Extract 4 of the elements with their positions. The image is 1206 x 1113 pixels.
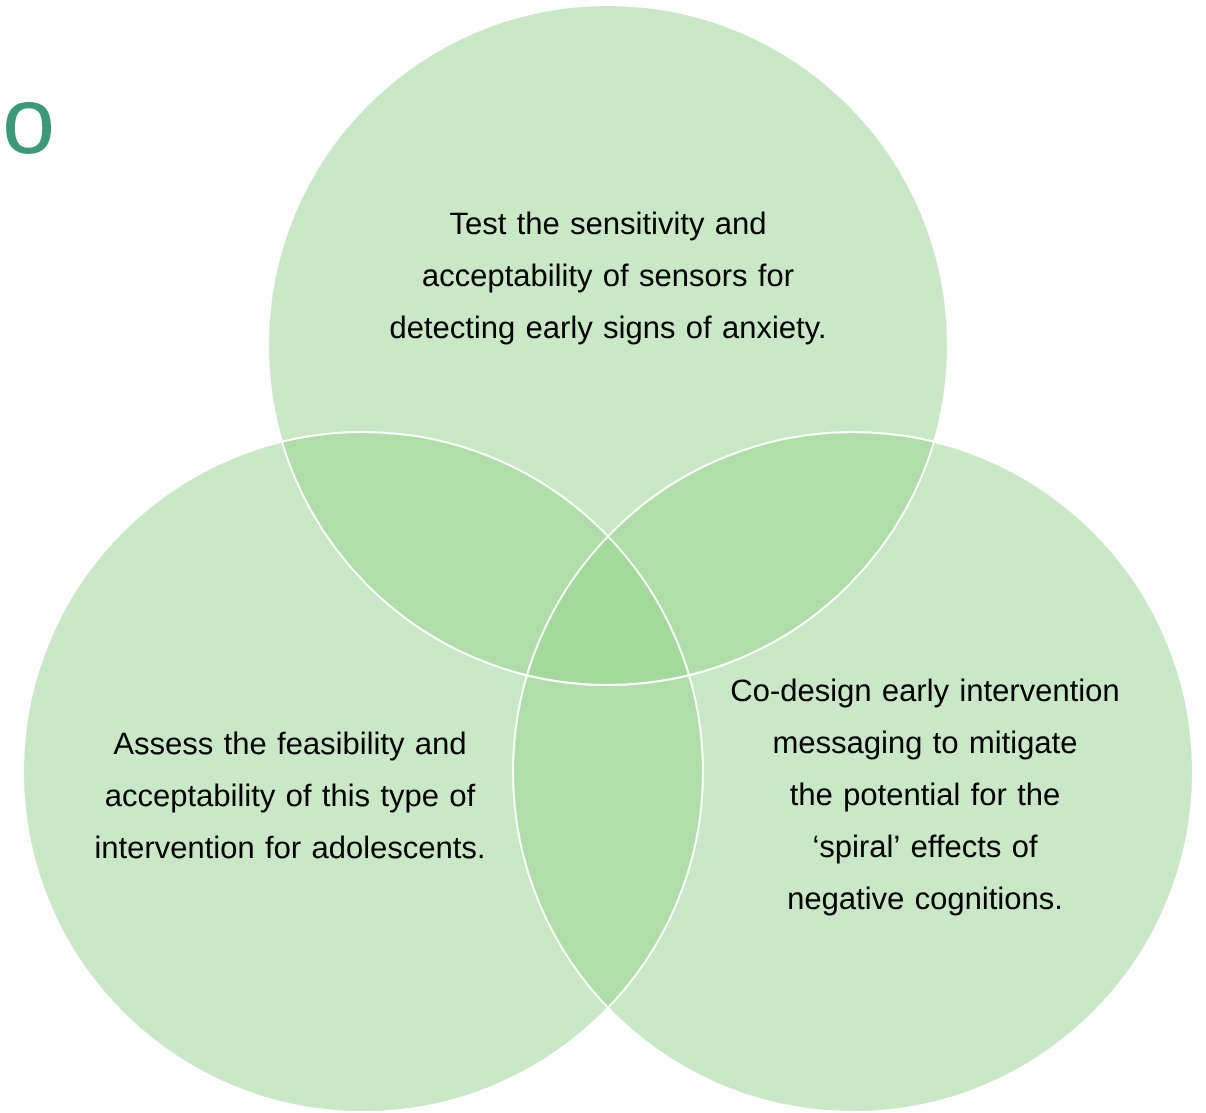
circle-text: Assess the feasibility and acceptability of this type of intervention for adolescents. (96, 731, 483, 859)
circle-text: Test the sensitivity and acceptability of sensors for detecting early signs of anxiety. (390, 211, 824, 345)
circle-text: Co-design early intervention messaging to mitigate the potential for the ‘spiral’ effects of negative cognitions. (731, 678, 1118, 916)
title-fragment: o (6, 102, 52, 154)
